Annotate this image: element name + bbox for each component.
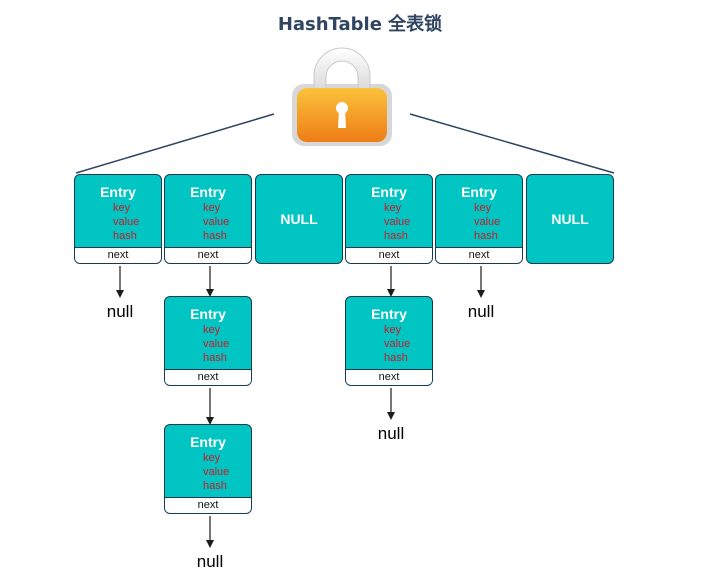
null-bucket-label: NULL <box>551 211 589 227</box>
entry-key: key <box>384 324 402 336</box>
chain-entry-4a: Entry key value hash next <box>345 296 433 386</box>
entry-key: key <box>203 202 221 214</box>
entry-next: next <box>436 247 522 263</box>
lock-right-line <box>409 113 615 174</box>
entry-value: value <box>113 216 140 228</box>
bucket-entry-4: Entry key value hash next <box>345 174 433 264</box>
entry-value: value <box>203 338 230 350</box>
entry-title: Entry <box>461 184 497 200</box>
entry-hash: hash <box>113 230 137 242</box>
bucket-null-6: NULL <box>526 174 614 264</box>
null-terminator-2: null <box>196 552 224 571</box>
entry-hash: hash <box>384 352 408 364</box>
chain-entry-2a: Entry key value hash next <box>164 296 252 386</box>
entry-title: Entry <box>100 184 136 200</box>
entry-next: next <box>346 247 432 263</box>
entry-title: Entry <box>190 306 226 322</box>
entry-title: Entry <box>190 434 226 450</box>
entry-hash: hash <box>203 230 227 242</box>
entry-hash: hash <box>203 480 227 492</box>
entry-next: next <box>165 497 251 513</box>
lock-left-line <box>75 113 275 174</box>
entry-key: key <box>203 324 221 336</box>
entry-value: value <box>384 216 411 228</box>
entry-key: key <box>474 202 492 214</box>
bucket-entry-5: Entry key value hash next <box>435 174 523 264</box>
chain-entry-2b: Entry key value hash next <box>164 424 252 514</box>
null-terminator-4: null <box>377 424 405 443</box>
entry-hash: hash <box>384 230 408 242</box>
entry-key: key <box>113 202 131 214</box>
entry-value: value <box>203 466 230 478</box>
bucket-entry-2: Entry key value hash next <box>164 174 252 264</box>
entry-next: next <box>346 369 432 385</box>
entry-value: value <box>203 216 230 228</box>
entry-key: key <box>203 452 221 464</box>
entry-key: key <box>384 202 402 214</box>
bucket-entry-1: Entry key value hash next <box>74 174 162 264</box>
entry-hash: hash <box>474 230 498 242</box>
entry-value: value <box>384 338 411 350</box>
entry-title: Entry <box>371 184 407 200</box>
null-terminator-5: null <box>467 302 495 321</box>
entry-title: Entry <box>371 306 407 322</box>
entry-title: Entry <box>190 184 226 200</box>
bucket-null-3: NULL <box>255 174 343 264</box>
entry-next: next <box>165 369 251 385</box>
entry-next: next <box>165 247 251 263</box>
lock-icon <box>292 47 392 146</box>
diagram-title: HashTable 全表锁 <box>277 14 443 35</box>
null-bucket-label: NULL <box>280 211 318 227</box>
entry-value: value <box>474 216 501 228</box>
entry-next: next <box>75 247 161 263</box>
entry-hash: hash <box>203 352 227 364</box>
null-terminator-1: null <box>106 302 134 321</box>
